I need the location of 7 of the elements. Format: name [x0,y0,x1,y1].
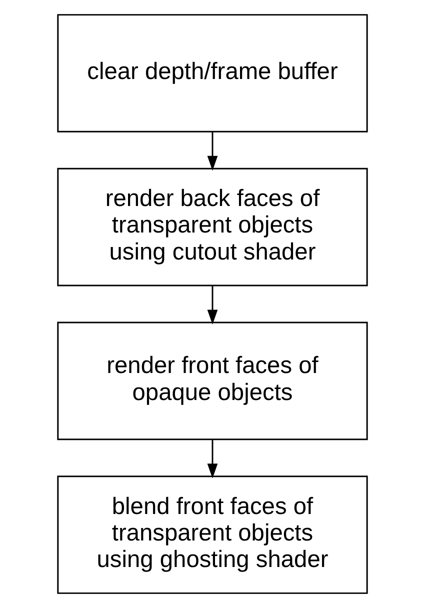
node-box: render front faces of opaque objects [57,322,368,440]
arrow [207,132,218,171]
node-box: clear depth/frame buffer [57,14,368,132]
arrow [207,286,218,325]
arrow [207,439,218,478]
node-box: render back faces of transparent objects using cutout shader [57,168,368,286]
node-box: blend front faces of transparent objects using ghosting shader [57,476,368,594]
